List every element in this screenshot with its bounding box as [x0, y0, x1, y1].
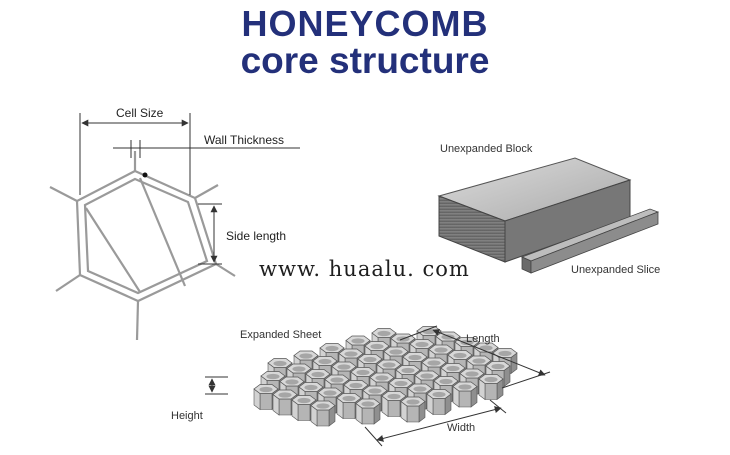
honeycomb-cell-wall [432, 398, 446, 415]
honeycomb-cell-hollow [472, 358, 486, 364]
honeycomb-cell-hollow [297, 397, 311, 404]
honeycomb-cell-hollow [361, 401, 375, 407]
honeycomb-cell-hollow [427, 360, 441, 366]
honeycomb-cell-hollow [394, 380, 408, 387]
unexpanded-slice-label: Unexpanded Slice [571, 264, 660, 276]
honeycomb-cell-hollow [401, 367, 415, 374]
honeycomb-cell-hollow [292, 366, 306, 372]
honeycomb-cell-hollow [273, 360, 287, 367]
honeycomb-cell-hollow [434, 347, 448, 353]
width-label: Width [447, 422, 475, 434]
side-length-dimension [198, 203, 222, 265]
height-dimension [205, 376, 228, 395]
honeycomb-cell-hollow [344, 351, 358, 357]
honeycomb-cell-hollow [408, 354, 422, 361]
honeycomb-cell-wall [316, 409, 330, 427]
cell-size-label: Cell Size [116, 106, 164, 120]
honeycomb-cell-hollow [389, 349, 403, 355]
honeycomb-cell-wall [259, 393, 273, 410]
honeycomb-cell-hollow [465, 371, 479, 377]
honeycomb-cell-hollow [377, 330, 391, 337]
honeycomb-cell-hollow [316, 403, 330, 409]
wall-point-marker [142, 172, 148, 178]
honeycomb-cell-wall [484, 383, 498, 400]
honeycomb-cell-hollow [382, 362, 396, 368]
single-cell-diagram: Cell Size Wall Thickness Side length [49, 106, 300, 341]
honeycomb-cell-hollow [441, 334, 455, 340]
honeycomb-cell-hollow [323, 390, 337, 396]
honeycomb-cell-hollow [406, 399, 420, 405]
honeycomb-cell-hollow [368, 388, 382, 394]
honeycomb-cell-hollow [266, 373, 280, 380]
honeycomb-cell-hollow [318, 358, 332, 365]
honeycomb-cell-wall [361, 407, 375, 425]
honeycomb-cell-hollow [351, 338, 365, 344]
honeycomb-cell-hollow [330, 377, 344, 383]
honeycomb-cell-hollow [278, 392, 292, 398]
honeycomb-cell-hollow [337, 364, 351, 370]
honeycomb-cell-wall [342, 402, 356, 419]
hexagon-cell [49, 151, 236, 341]
length-label: Length [466, 333, 500, 345]
honeycomb-cell-hollow [356, 369, 370, 376]
unexpanded-block-diagram: Unexpanded Block Unexpanded Slice [437, 143, 660, 276]
honeycomb-cell-hollow [439, 378, 453, 385]
honeycomb-cell-hollow [311, 371, 325, 378]
honeycomb-cell-hollow [420, 373, 434, 379]
honeycomb-cell-hollow [413, 386, 427, 392]
expanded-sheet-label: Expanded Sheet [240, 329, 321, 341]
title-line-2: core structure [240, 40, 490, 81]
honeycomb-cell-hollow [422, 328, 436, 335]
honeycomb-cell-hollow [491, 363, 505, 370]
honeycomb-cell-hollow [370, 343, 384, 350]
honeycomb-cell-wall [278, 398, 292, 416]
honeycomb-cell-hollow [498, 350, 512, 357]
honeycomb-cell-hollow [453, 352, 467, 359]
expanded-sheet-diagram: Expanded Sheet Length Width Height [171, 325, 551, 447]
honeycomb-cell-hollow [285, 379, 299, 385]
honeycomb-cell-hollow [299, 353, 313, 359]
honeycomb-cell-hollow [304, 384, 318, 391]
honeycomb-cell-wall [458, 390, 472, 408]
honeycomb-cell-hollow [415, 341, 429, 348]
honeycomb-cell-hollow [259, 386, 273, 393]
honeycomb-cell-hollow [325, 345, 339, 352]
honeycomb-cell-hollow [432, 391, 446, 398]
title-line-1: HONEYCOMB [241, 3, 489, 44]
honeycomb-cell-hollow [375, 375, 389, 381]
width-dimension [364, 399, 507, 447]
length-dimension [399, 325, 551, 389]
height-label: Height [171, 410, 203, 422]
side-length-label: Side length [226, 229, 286, 243]
honeycomb-cell-hollow [446, 365, 460, 372]
unexpanded-block-label: Unexpanded Block [440, 143, 533, 155]
honeycomb-cell-hollow [387, 393, 401, 400]
honeycomb-cell-hollow [458, 384, 472, 390]
honeycomb-cell-hollow [349, 382, 363, 389]
wall-thickness-label: Wall Thickness [204, 133, 284, 147]
honeycomb-cell-hollow [484, 376, 498, 383]
honeycomb-cell-wall [297, 404, 311, 421]
honeycomb-cell-hollow [342, 395, 356, 402]
cell-size-dimension [79, 113, 191, 195]
watermark-text: www. huaalu. com [259, 257, 470, 281]
honeycomb-cell-hollow [363, 356, 377, 363]
slice-side-face [530, 211, 659, 274]
wall-thickness-dimension [113, 140, 300, 158]
honeycomb-cell-wall [406, 405, 420, 423]
honeycomb-cell-wall [387, 400, 401, 417]
